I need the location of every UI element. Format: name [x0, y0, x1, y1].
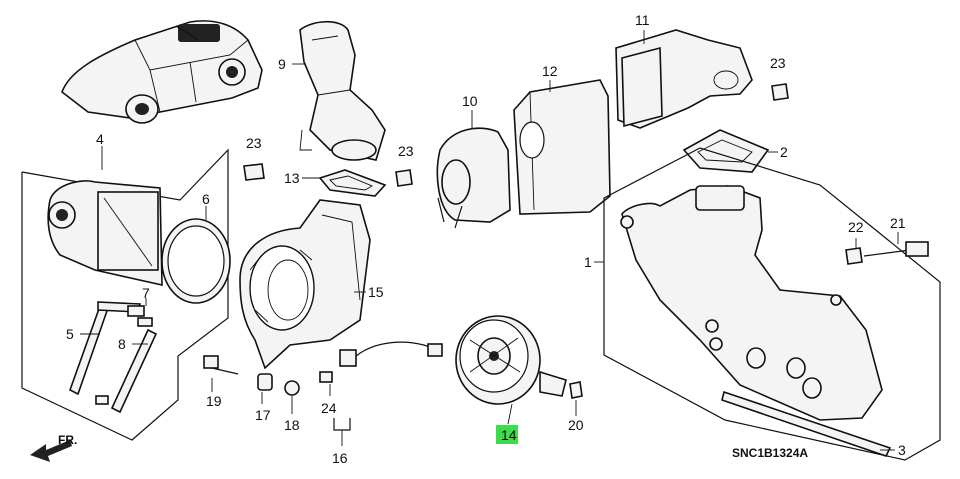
callout-19: 19 [206, 393, 222, 409]
callout-24: 24 [321, 400, 337, 416]
callout-2: 2 [780, 144, 788, 160]
callout-5: 5 [66, 326, 74, 342]
callout-16: 16 [332, 450, 348, 466]
fastener-20 [569, 381, 583, 399]
part-9-duct [299, 20, 386, 161]
callouts: 1 2 3 4 5 6 7 8 9 10 11 12 13 14 15 16 1… [66, 12, 906, 466]
front-direction-arrow: FR. [30, 433, 77, 462]
fastener-19 [203, 355, 239, 375]
direction-label: FR. [58, 433, 77, 447]
part-14-highlight [496, 425, 518, 444]
leader-lines [80, 30, 899, 451]
fastener-17 [257, 373, 273, 391]
callout-17: 17 [255, 407, 271, 423]
fastener-22 [845, 247, 863, 265]
part-4-housing [47, 180, 163, 287]
part-10-cover [436, 127, 511, 229]
callout-1: 1 [584, 254, 592, 270]
callout-8: 8 [118, 336, 126, 352]
callout-21: 21 [890, 215, 906, 231]
fastener-23-c [771, 83, 789, 101]
vehicle-illustration [61, 20, 263, 124]
fastener-21 [863, 241, 929, 257]
part-3-seal [721, 390, 892, 457]
callout-18: 18 [284, 417, 300, 433]
callout-23-c: 23 [770, 55, 786, 71]
part-6-seal [161, 218, 231, 304]
callout-20: 20 [568, 417, 584, 433]
callout-23-b: 23 [398, 143, 414, 159]
callout-9: 9 [278, 56, 286, 72]
assembly-outline-right [603, 147, 941, 461]
part-14-blower-motor [455, 315, 567, 405]
fastener-23-b [395, 169, 413, 187]
callout-15: 15 [368, 284, 384, 300]
callout-7: 7 [142, 285, 150, 301]
part-15-case [239, 199, 371, 370]
callout-10: 10 [462, 93, 478, 109]
callout-23-a: 23 [246, 135, 262, 151]
assembly-outline-left [21, 148, 229, 441]
part-8-strip [110, 328, 158, 414]
callout-3: 3 [898, 442, 906, 458]
fastener-23-a [243, 163, 265, 181]
callout-12: 12 [542, 63, 558, 79]
part-13-gasket [318, 169, 387, 197]
callout-13: 13 [284, 170, 300, 186]
part-2-gasket [682, 129, 770, 173]
callout-22: 22 [848, 219, 864, 235]
fastener-24 [319, 371, 333, 383]
fastener-18 [284, 380, 300, 396]
part-11-duct [615, 29, 753, 129]
part-12-filter [513, 79, 611, 215]
part-1-housing [620, 185, 883, 421]
part-16-harness [333, 341, 443, 431]
callout-6: 6 [202, 191, 210, 207]
part-7-clip [95, 305, 153, 405]
diagram-code: SNC1B1324A [732, 446, 808, 460]
callout-4: 4 [96, 131, 104, 147]
callout-11: 11 [635, 12, 650, 28]
